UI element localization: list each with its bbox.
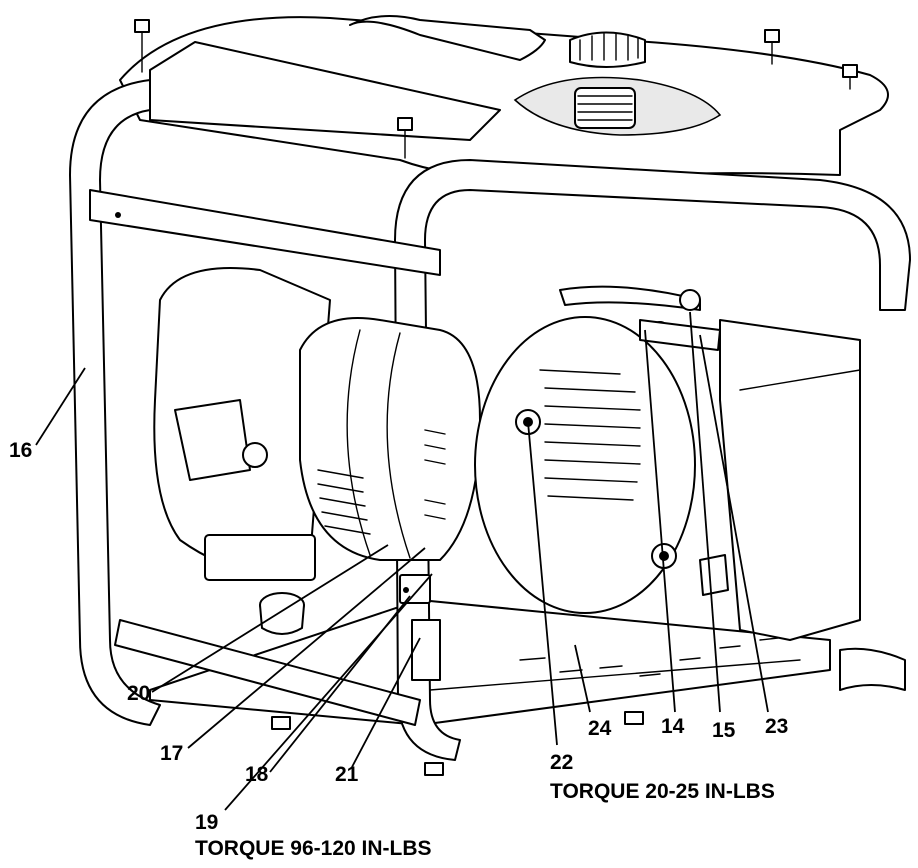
leader-15 — [689, 311, 721, 713]
support-post — [411, 619, 441, 681]
callout-17: 17 — [160, 742, 184, 765]
leader-14 — [644, 329, 676, 713]
leader-20 — [151, 544, 389, 693]
callout-22: 22 — [550, 751, 574, 774]
callout-21: 21 — [335, 763, 359, 786]
alternator-vents — [317, 469, 371, 535]
base-nuts — [271, 711, 644, 776]
tank-handle — [349, 15, 546, 61]
outlet-connector — [699, 554, 729, 596]
tank-filler-threads — [574, 87, 636, 129]
callout-24: 24 — [588, 717, 612, 740]
leader-21 — [351, 637, 421, 768]
fuel-cap — [569, 31, 646, 68]
frame-tube-left — [69, 79, 161, 726]
frame-tube-right-bottom — [839, 647, 906, 691]
leader-17 — [187, 547, 426, 749]
tank-bolts — [134, 19, 858, 159]
fuel-valve — [679, 289, 701, 311]
alternator-housing — [299, 317, 481, 561]
fuel-line — [559, 285, 701, 311]
control-box — [719, 319, 861, 641]
callout-18: 18 — [245, 763, 269, 786]
leader-23 — [699, 334, 769, 713]
callout-19: 19 — [195, 811, 219, 834]
frame-tube-bottom — [114, 619, 421, 726]
end-cover — [474, 316, 696, 614]
callout-14: 14 — [661, 715, 685, 738]
callout-20: 20 — [127, 682, 151, 705]
leader-24 — [574, 644, 591, 713]
leader-19 — [224, 573, 433, 811]
mount-bracket-right — [639, 319, 721, 351]
frame-crossbar — [89, 189, 441, 276]
torque-note-22: TORQUE 20-25 IN-LBS — [550, 780, 775, 803]
stud-bracket — [399, 574, 431, 604]
engine-block — [174, 399, 251, 481]
callout-15: 15 — [712, 719, 736, 742]
engine-foot-bracket — [204, 534, 316, 581]
end-cover-louvers — [539, 369, 641, 501]
callout-16: 16 — [9, 439, 33, 462]
leader-16 — [35, 367, 86, 446]
tank-panel — [149, 41, 501, 141]
frame-tube-front — [394, 159, 911, 761]
callout-23: 23 — [765, 715, 789, 738]
torque-note-19: TORQUE 96-120 IN-LBS — [195, 837, 432, 860]
leader-22 — [527, 421, 558, 746]
